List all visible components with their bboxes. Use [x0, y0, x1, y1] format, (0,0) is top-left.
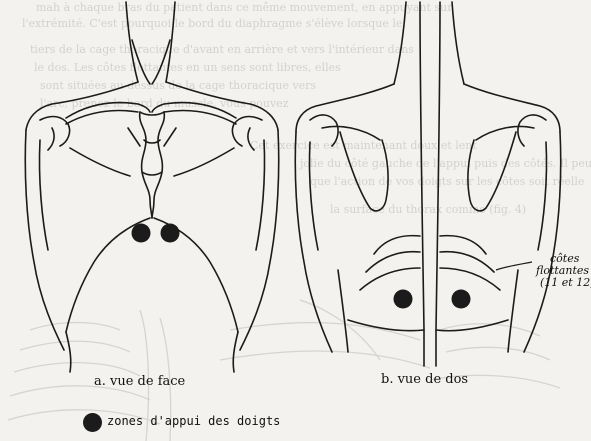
back-finger-pressure-point-left [394, 290, 413, 309]
front-finger-pressure-point-right [161, 224, 180, 243]
back-torso-illustration [295, 2, 560, 366]
caption-back-view: b. vue de dos [381, 372, 468, 387]
front-torso-illustration [25, 2, 278, 372]
floating-ribs-label-line3: (11 et 12) [536, 277, 591, 289]
floating-ribs-label: côtes flottantes (11 et 12) [536, 253, 591, 289]
back-finger-pressure-point-right [452, 290, 471, 309]
floating-ribs-callout-line [496, 262, 532, 270]
legend-dot-icon [83, 413, 102, 432]
caption-front-view: a. vue de face [94, 374, 185, 389]
front-finger-pressure-point-left [132, 224, 151, 243]
legend-label: zones d'appui des doigts [107, 414, 280, 428]
